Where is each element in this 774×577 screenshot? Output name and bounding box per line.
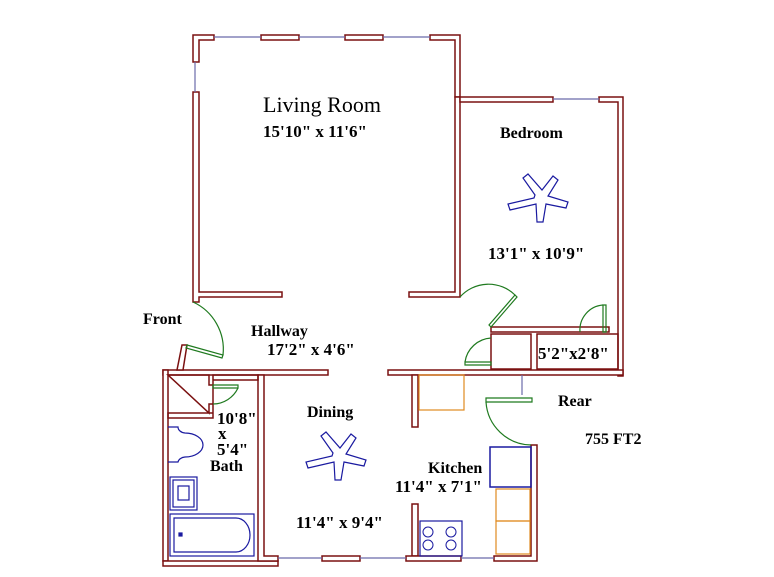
rear-door-swing: [485, 401, 532, 446]
bath-closet-door-leaf: [212, 384, 239, 389]
wall-bottom-seg1: [321, 555, 361, 562]
bath-dims-line1: 10'8": [217, 409, 257, 428]
rear-door-leaf: [485, 397, 533, 403]
bath-dims-line3: 5'4": [217, 440, 249, 459]
bedroom-label: Bedroom: [500, 125, 563, 142]
closet-left-door-leaf: [464, 361, 492, 366]
kitchen-counter2: [495, 520, 531, 555]
wall-living-bottomright: [408, 96, 461, 298]
bath-dims-line2: x: [218, 424, 227, 443]
closet-left-door-swing: [464, 337, 492, 363]
wall-bedroom-bottom: [490, 326, 610, 333]
bedroom-dims: 13'1" x 10'9": [488, 244, 585, 263]
wall-bath-right: [257, 374, 279, 562]
kitchen-counter1: [495, 488, 531, 522]
living-room-label: Living Room: [263, 92, 381, 117]
wall-bath-bottom: [162, 560, 279, 567]
windows: [194, 36, 599, 559]
living-room-dims: 15'10" x 11'6": [263, 122, 367, 141]
closet-right-door-leaf: [602, 304, 607, 333]
kitchen-fixtures: [418, 374, 532, 557]
wall-living-top-seg1: [260, 34, 300, 41]
sink-icon: [169, 476, 198, 511]
total-area-label: 755 FT2: [585, 431, 642, 448]
wall-bedroom-right: [598, 96, 624, 377]
bath-closet-door-swing: [212, 387, 239, 405]
wall-kitchen-right: [493, 444, 538, 562]
dining-dims: 11'4" x 9'4": [296, 513, 383, 532]
toilet-icon: [168, 426, 204, 463]
hallway-dims: 17'2" x 4'6": [267, 340, 355, 359]
dining-ceiling-fan: [305, 431, 367, 481]
rear-entrance-label: Rear: [558, 393, 592, 410]
wall-bath-closet: [166, 374, 259, 419]
bathtub-icon: [169, 513, 255, 557]
kitchen-label: Kitchen: [428, 460, 483, 477]
wall-kitchen-stub-bottom: [411, 503, 419, 557]
wall-living-left: [192, 91, 283, 303]
bedroom-ceiling-fan: [507, 173, 569, 223]
wall-hallway-bottom-right: [387, 369, 624, 376]
front-door-swing: [192, 301, 224, 356]
closet-right-door-swing: [579, 304, 604, 333]
hallway-label: Hallway: [251, 323, 308, 340]
bedroom-door-leaf: [488, 294, 518, 328]
dining-label: Dining: [307, 404, 354, 421]
wall-bottom-seg2: [405, 555, 462, 562]
wall-kitchen-stub-top: [411, 374, 419, 428]
wall-living-topright: [429, 34, 461, 98]
refrigerator-icon: [489, 446, 532, 488]
bath-fixtures: [168, 426, 255, 557]
kitchen-dims: 11'4" x 7'1": [395, 477, 482, 496]
walls: [162, 34, 624, 567]
wall-bath-left: [162, 369, 169, 562]
wall-closet-left: [490, 333, 532, 370]
wall-front-jamb: [176, 344, 188, 371]
front-entrance-label: Front: [143, 311, 182, 328]
bedroom-door-swing: [459, 283, 516, 298]
ceiling-fan-icon: [305, 173, 569, 481]
wall-closet-right: [536, 333, 619, 370]
stove-icon: [419, 520, 463, 557]
wall-living-topleft-corner: [192, 34, 215, 63]
bath-label: Bath: [210, 458, 243, 475]
closet-dims: 5'2"x2'8": [538, 344, 609, 363]
wall-living-top-seg2: [344, 34, 384, 41]
kitchen-cabinet-upper: [418, 374, 465, 411]
doors: [185, 283, 607, 446]
wall-bedroom-top: [459, 96, 554, 103]
front-door-leaf: [185, 344, 224, 359]
